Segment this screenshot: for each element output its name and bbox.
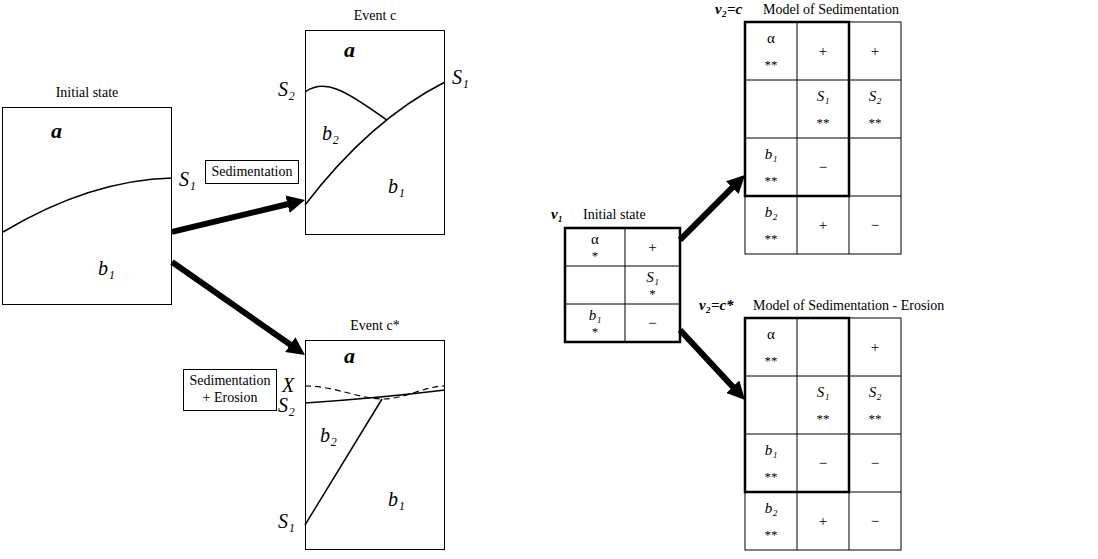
grid-line <box>745 80 901 81</box>
table-cell: S₁ <box>646 269 659 284</box>
table-cell: b₁ <box>765 147 778 162</box>
model-table: v₁Initial state <box>565 228 680 342</box>
table-cell: − <box>871 218 879 233</box>
table-cell: ** <box>817 115 830 128</box>
table-cell: − <box>871 514 879 529</box>
table-grid <box>745 22 901 254</box>
table-border <box>745 318 901 550</box>
grid-line <box>565 266 680 267</box>
table-cell: ** <box>765 57 778 70</box>
table-cell: ** <box>765 231 778 244</box>
transition-arrow <box>680 183 737 240</box>
table-cell: α <box>767 327 775 342</box>
table-cell: + <box>871 44 879 59</box>
table-cell: S₂ <box>869 385 882 400</box>
surface-label: S₁ <box>278 511 295 531</box>
variable-label: v₂=c* <box>699 298 734 313</box>
transition-arrow <box>172 203 293 232</box>
table-grid <box>745 318 901 550</box>
table-border <box>745 318 849 492</box>
table-cell: − <box>819 456 827 471</box>
unit-label: b₂ <box>322 123 339 143</box>
grid-line <box>745 434 901 435</box>
unit-label: b₂ <box>320 425 337 445</box>
strata-boundary <box>305 390 445 403</box>
table-cell: S₁ <box>817 385 830 400</box>
variable-label: v₁ <box>551 207 563 222</box>
table-heading: Model of Sedimentation <box>763 3 899 17</box>
table-cell: * <box>592 325 599 338</box>
unit-label: b₁ <box>388 176 405 196</box>
strata-boundary <box>305 82 445 205</box>
table-cell: α <box>767 31 775 46</box>
table-cell: − <box>648 316 656 331</box>
table-border <box>745 22 901 254</box>
surface-label: X <box>282 375 294 395</box>
table-cell: + <box>871 340 879 355</box>
table-cell: α <box>591 231 599 246</box>
strata-boundary <box>305 399 382 525</box>
table-grid <box>565 228 680 342</box>
table-cell: * <box>592 249 599 262</box>
panel-heading: Event c <box>354 9 396 23</box>
table-heading: Initial state <box>583 208 646 222</box>
unit-label: a <box>51 120 62 142</box>
table-cell: b₂ <box>765 501 778 516</box>
table-cell: + <box>819 44 827 59</box>
table-cell: b₂ <box>765 205 778 220</box>
table-cell: ** <box>765 469 778 482</box>
table-cell: ** <box>869 411 882 424</box>
table-cell: − <box>871 456 879 471</box>
unit-label: a <box>344 345 355 367</box>
table-cell: S₁ <box>817 89 830 104</box>
grid-line <box>745 376 901 377</box>
table-cell: − <box>819 160 827 175</box>
panel-heading: Initial state <box>56 86 119 100</box>
state-panel: Initial stateaS₁b₁ <box>2 107 172 305</box>
table-cell: b₁ <box>589 307 602 322</box>
table-cell: ** <box>765 353 778 366</box>
grid-line <box>565 304 680 305</box>
table-cell: ** <box>765 173 778 186</box>
state-panel: Event caS₂S₁b₂b₁ <box>305 30 445 235</box>
process-label: Sedimentation + Erosion <box>190 373 271 407</box>
table-border <box>565 228 680 342</box>
surface-label: S₂ <box>278 79 295 99</box>
table-border <box>745 22 849 196</box>
table-cell: + <box>819 514 827 529</box>
transition-arrow <box>680 330 737 391</box>
table-heading: Model of Sedimentation - Erosion <box>753 299 944 313</box>
surface-label: S₁ <box>179 169 196 189</box>
unit-label: b₁ <box>388 489 405 509</box>
process-label: Sedimentation <box>212 164 293 181</box>
panel-heading: Event c* <box>350 319 399 333</box>
grid-line <box>625 228 626 342</box>
variable-label: v₂=c <box>715 2 742 17</box>
table-cell: ** <box>869 115 882 128</box>
table-cell: + <box>819 218 827 233</box>
strata-boundary <box>3 178 172 232</box>
table-cell: b₁ <box>765 443 778 458</box>
strata-boundary <box>305 86 387 120</box>
process-box: Sedimentation <box>205 160 300 185</box>
table-cell: + <box>648 240 656 255</box>
surface-label: S₂ <box>278 395 295 415</box>
table-cell: ** <box>817 411 830 424</box>
table-cell: S₂ <box>869 89 882 104</box>
table-cell: * <box>649 287 656 300</box>
process-box: Sedimentation + Erosion <box>183 369 278 411</box>
unit-label: b₁ <box>98 258 115 278</box>
state-panel: Event c*XaS₂b₂S₁b₁ <box>305 340 445 550</box>
transition-arrow <box>172 262 295 348</box>
surface-label: S₁ <box>452 67 469 87</box>
table-cell: ** <box>765 527 778 540</box>
grid-line <box>745 138 901 139</box>
unit-label: a <box>344 39 355 61</box>
